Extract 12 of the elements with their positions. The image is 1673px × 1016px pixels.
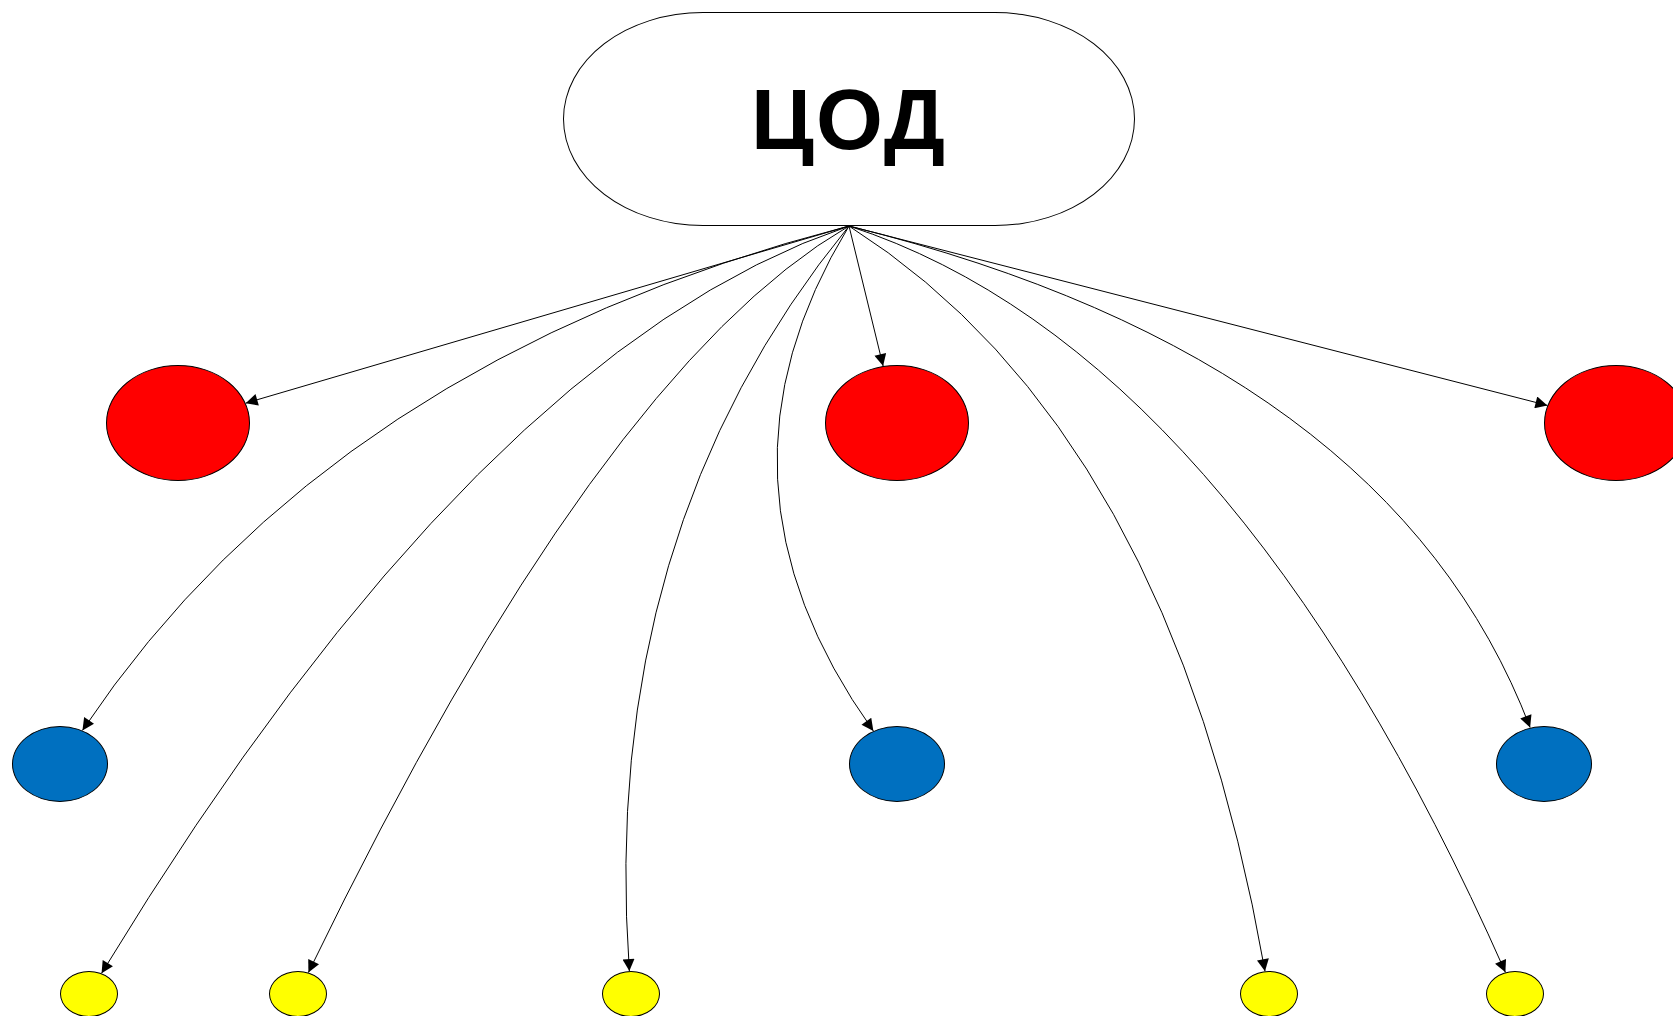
ellipse-node: [60, 971, 118, 1016]
ellipse-node: [602, 971, 660, 1016]
arrow: [848, 225, 1269, 972]
ellipse-node: [269, 971, 327, 1016]
arrow: [848, 225, 887, 367]
arrow: [777, 225, 874, 732]
ellipse-node: [1240, 971, 1298, 1016]
ellipse-node: [1486, 971, 1544, 1016]
arrow: [307, 225, 850, 974]
arrow: [848, 225, 1506, 973]
node-label: ЦОД: [751, 69, 947, 169]
arrow: [622, 225, 850, 972]
